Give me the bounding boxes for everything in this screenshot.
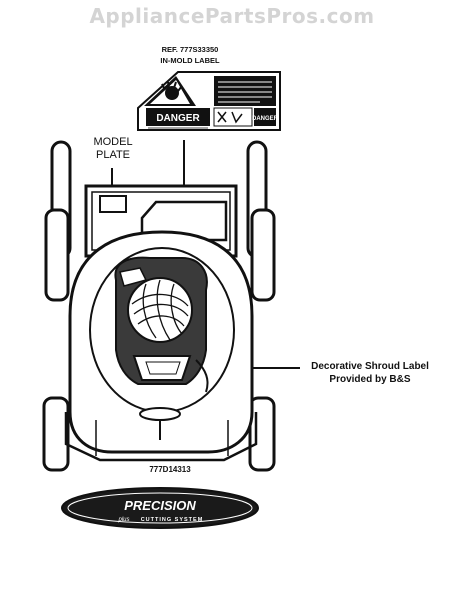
precision-logo: PRECISION plus CUTTING SYSTEM [61, 487, 259, 529]
shroud-label-line1: Decorative Shroud Label [311, 361, 429, 372]
danger-heading-small: DANGER [252, 116, 279, 122]
precision-sub-text: CUTTING SYSTEM [141, 517, 204, 523]
fuel-cap [119, 267, 148, 287]
rear-wheel-right [250, 208, 276, 302]
model-plate-callout: MODEL PLATE [86, 136, 140, 162]
rear-wheel-left [44, 208, 70, 302]
part-number-callout: 777D14313 [149, 465, 191, 474]
ref-label-name: IN-MOLD LABEL [160, 56, 220, 65]
recoil-starter [127, 277, 193, 343]
front-wheel-right [248, 396, 276, 472]
front-badge[interactable] [139, 407, 181, 421]
blade-pictogram-icon [231, 111, 243, 124]
shroud-label-line2: Provided by B&S [329, 374, 411, 385]
in-mold-label-callout: REF. 777S33350 IN-MOLD LABEL [130, 44, 250, 66]
front-wheel-left [42, 396, 70, 472]
precision-brand-text: PRECISION [124, 498, 196, 513]
warning-pictogram-icon [217, 111, 227, 123]
in-mold-label[interactable]: DANGER DANGER [137, 71, 281, 131]
model-plate-line2: PLATE [95, 149, 131, 161]
model-plate-line1: MODEL [93, 136, 133, 148]
precision-plus-text: plus [117, 517, 129, 523]
danger-heading: DANGER [156, 113, 200, 124]
shroud-label-callout: Decorative Shroud Label Provided by B&S [290, 360, 450, 386]
mower-body [42, 140, 276, 472]
ref-number: REF. 777S33350 [161, 45, 219, 54]
model-plate[interactable] [99, 195, 127, 213]
engine [114, 256, 209, 393]
watermark: AppliancePartsPros.com [89, 4, 375, 28]
hand-hazard-icon [161, 81, 183, 100]
